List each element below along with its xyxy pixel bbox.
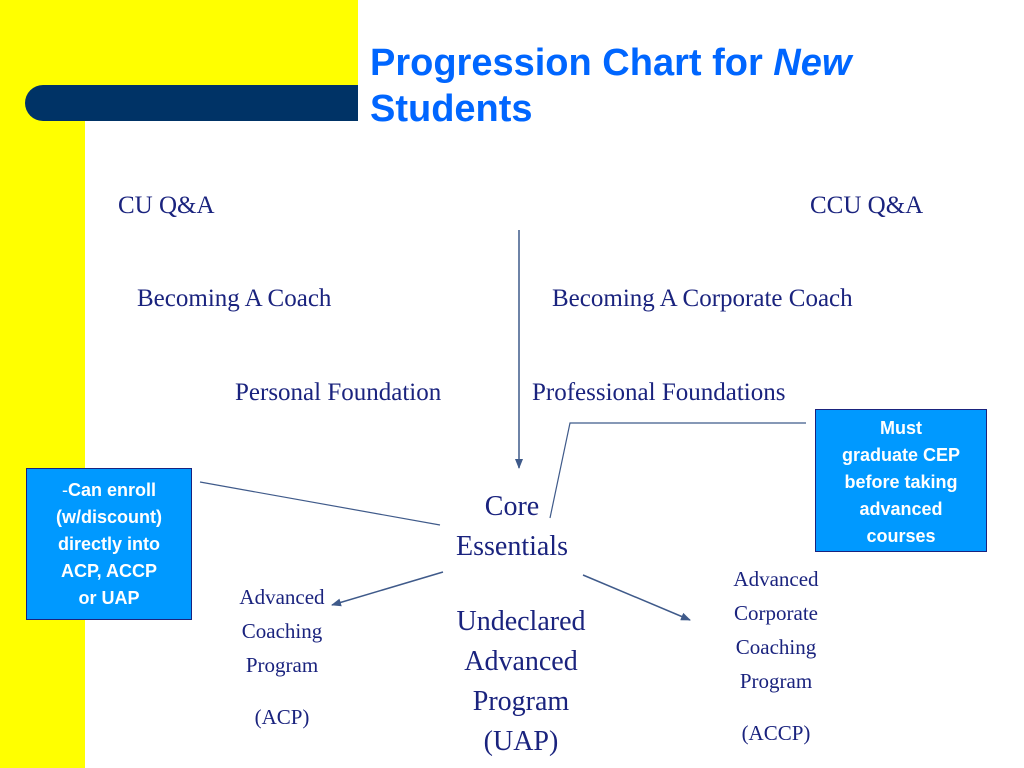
enroll-line4: ACP, ACCP	[60, 561, 158, 581]
becoming-corporate-coach-label: Becoming A Corporate Coach	[552, 285, 853, 312]
cu-qa-label: CU Q&A	[118, 192, 215, 219]
arrow-to-accp	[582, 574, 691, 621]
enroll-callout-box: -Can enroll (w/discount) directly into A…	[26, 468, 192, 620]
graduate-line3: before taking	[844, 472, 958, 492]
enroll-line2: (w/discount)	[56, 507, 162, 527]
core-line2: Essentials	[456, 531, 568, 562]
arrow-to-acp	[331, 571, 444, 607]
acp-line2: Coaching	[241, 619, 323, 643]
page-title: Progression Chart for New Students	[370, 40, 851, 132]
enroll-line1: -Can enroll	[27, 477, 191, 504]
acp-line1: Advanced	[239, 585, 325, 609]
core-essentials-node: Core Essentials	[412, 487, 612, 567]
ccu-qa-label: CCU Q&A	[810, 192, 924, 219]
becoming-coach-label: Becoming A Coach	[137, 285, 332, 312]
graduate-callout-box: Must graduate CEP before taking advanced…	[815, 409, 987, 552]
accp-abbr: (ACCP)	[741, 721, 811, 745]
acp-node: Advanced Coaching Program (ACP)	[205, 580, 359, 734]
uap-line1: Undeclared	[456, 606, 586, 637]
core-line1: Core	[484, 491, 540, 522]
accp-line4: Program	[739, 669, 813, 693]
accp-line2: Corporate	[734, 601, 818, 625]
graduate-line2: graduate CEP	[841, 445, 961, 465]
uap-line2: Advanced	[464, 646, 578, 677]
enroll-line3: directly into	[57, 534, 160, 554]
accp-line3: Coaching	[735, 635, 817, 659]
acp-line3: Program	[245, 653, 319, 677]
title-emphasis: New	[773, 42, 852, 84]
acp-abbr: (ACP)	[254, 705, 310, 729]
enroll-line1-text: Can enroll	[67, 480, 156, 500]
graduate-line1: Must	[880, 418, 922, 438]
enroll-line5: or UAP	[78, 588, 140, 608]
graduate-callout-connector	[549, 422, 806, 519]
uap-line4: (UAP)	[483, 726, 559, 757]
title-line1: Progression Chart for	[370, 42, 774, 84]
enroll-dash: -	[61, 480, 68, 500]
uap-line3: Program	[472, 686, 570, 717]
accp-node: Advanced Corporate Coaching Program (ACC…	[690, 562, 862, 750]
title-line2: Students	[370, 88, 533, 130]
enroll-callout-connector	[199, 481, 441, 526]
accp-line1: Advanced	[733, 567, 819, 591]
professional-foundations-label: Professional Foundations	[532, 379, 786, 406]
navy-accent-bar	[25, 85, 358, 121]
graduate-line5: courses	[866, 526, 936, 546]
yellow-sidebar	[0, 0, 85, 768]
uap-node: Undeclared Advanced Program (UAP)	[411, 602, 631, 762]
personal-foundation-label: Personal Foundation	[235, 379, 442, 406]
graduate-line4: advanced	[859, 499, 943, 519]
